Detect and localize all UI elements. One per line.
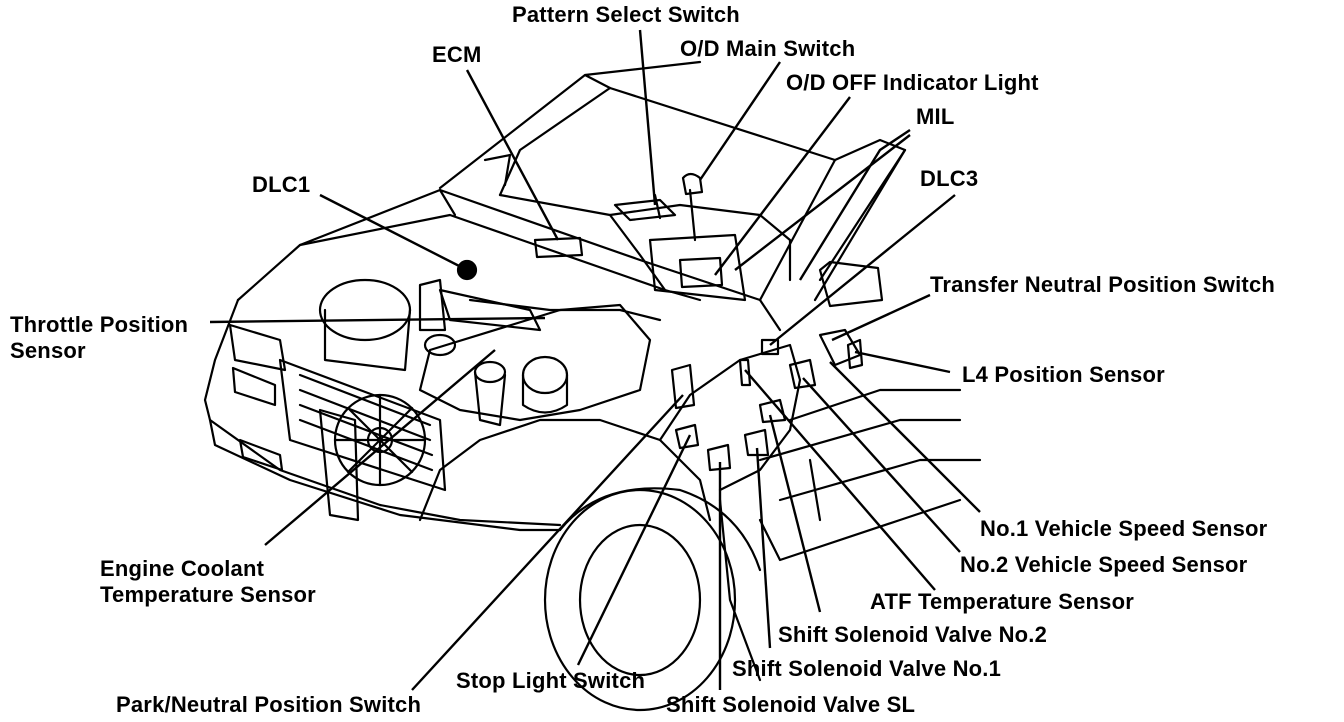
label-shift-solenoid-valve-no1: Shift Solenoid Valve No.1 [732,656,1002,681]
engine-block [418,303,652,422]
label-throttle-line2: Sensor [10,338,86,363]
label-atf-temperature-sensor: ATF Temperature Sensor [870,589,1134,614]
side-mirror [818,260,884,308]
left-headlight [228,323,287,372]
leader-pattern-select [638,29,657,206]
leader-dlc3 [769,194,956,346]
console [648,233,747,302]
leader-lines [209,29,981,691]
label-no1-vehicle-speed-sensor: No.1 Vehicle Speed Sensor [980,516,1268,541]
leader-atf-temp [744,369,936,591]
leader-park-neutral [411,394,684,691]
label-engine-coolant-temperature-sensor: Engine Coolant Temperature Sensor [100,556,316,608]
label-coolant-line2: Temperature Sensor [100,582,316,607]
label-mil: MIL [916,104,955,129]
leader-transfer-neutral [831,293,931,342]
label-coolant-line1: Engine Coolant [100,556,265,581]
leader-shift-2 [768,414,822,613]
label-dlc3: DLC3 [920,166,979,191]
leader-mil [798,129,911,281]
leader-od-off [714,96,851,276]
label-shift-solenoid-valve-no2: Shift Solenoid Valve No.2 [778,622,1048,647]
label-od-main-switch: O/D Main Switch [680,36,856,61]
label-throttle-line1: Throttle Position [10,312,189,337]
label-pattern-select-switch: Pattern Select Switch [512,2,740,27]
label-od-off-indicator: O/D OFF Indicator Light [786,70,1039,95]
windshield-frame [438,60,837,302]
ecm-unit [533,236,584,259]
leader-engine-coolant [264,349,496,546]
label-no2-vehicle-speed-sensor: No.2 Vehicle Speed Sensor [960,552,1248,577]
air-cleaner [318,278,412,342]
grille [278,358,447,492]
front-bumper [208,418,562,532]
leader-throttle [209,316,546,324]
leader-od-main [699,61,781,181]
label-transfer-neutral-position-switch: Transfer Neutral Position Switch [930,272,1276,297]
leader-l4 [854,350,951,374]
label-park-neutral-position-switch: Park/Neutral Position Switch [116,692,422,717]
leader-ecm [465,69,560,241]
label-dlc1: DLC1 [252,172,311,197]
label-throttle-position-sensor: Throttle Position Sensor [10,312,188,364]
leader-no2-speed [802,377,961,553]
vehicle-drawing [203,60,982,712]
label-ecm: ECM [432,42,482,67]
leader-shift-1 [755,447,772,649]
hood-edge [236,188,782,332]
leader-stop-light [576,434,692,666]
label-l4-position-sensor: L4 Position Sensor [962,362,1165,387]
leader-no1-speed [829,361,981,513]
label-stop-light-switch: Stop Light Switch [456,668,646,693]
leader-dlc1 [319,193,468,272]
label-shift-solenoid-valve-sl: Shift Solenoid Valve SL [666,692,916,717]
dlc3-connector [760,338,780,356]
